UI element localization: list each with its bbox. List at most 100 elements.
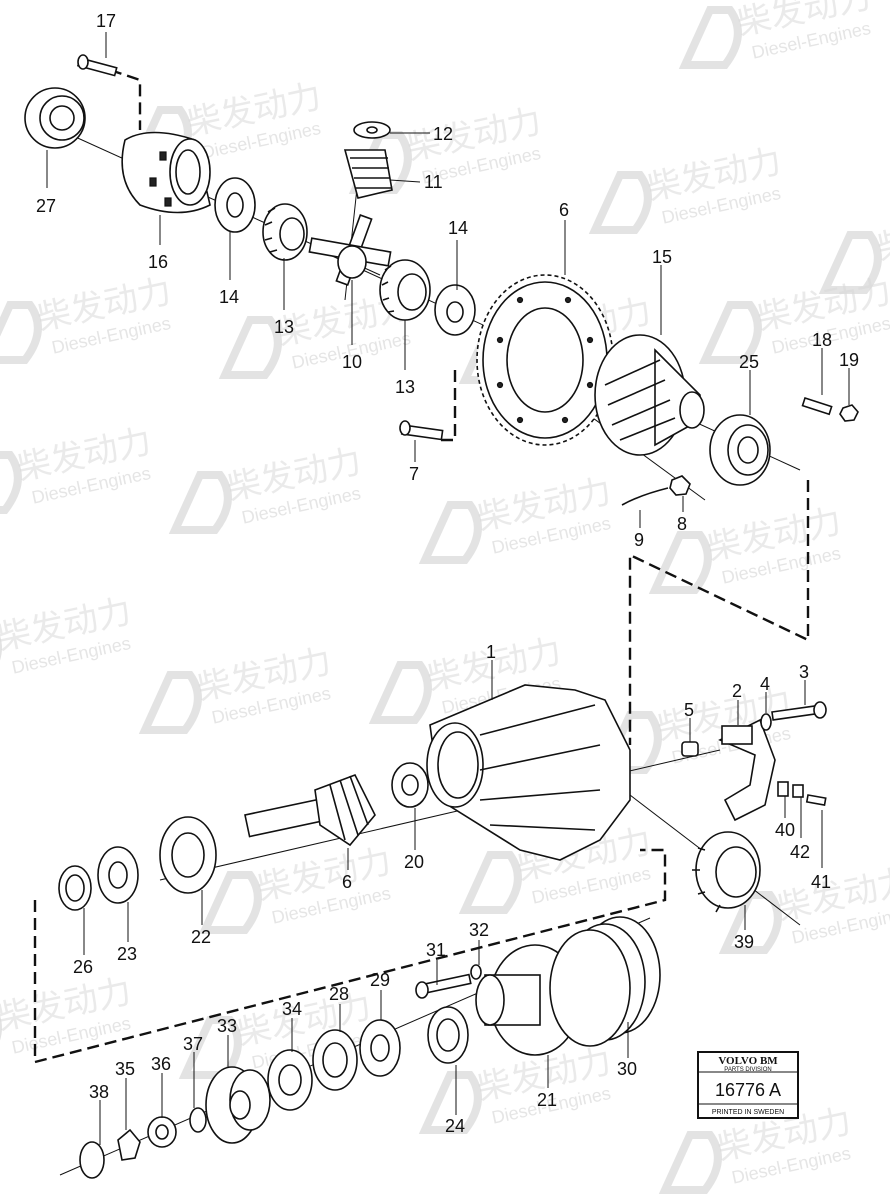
label-16: 16 <box>148 252 168 272</box>
part-26-ring <box>58 865 92 911</box>
label-17: 17 <box>96 11 116 31</box>
label-30: 30 <box>617 1059 637 1079</box>
label-18: 18 <box>812 330 832 350</box>
part-17-bolt <box>76 54 118 77</box>
part-22-bearing <box>159 816 217 894</box>
part-29-washer <box>359 1019 401 1077</box>
watermark-logo-icon <box>0 451 22 514</box>
watermark-logo-icon <box>368 661 432 724</box>
watermark-logo-icon <box>418 1071 482 1134</box>
part-32-washer <box>470 964 482 980</box>
watermark-logo-icon <box>0 301 42 364</box>
part-28-seal <box>312 1029 358 1091</box>
watermark-logo-icon <box>648 531 712 594</box>
part-18-stud <box>801 396 833 416</box>
part-25-bearing <box>709 414 771 486</box>
part-37-washer <box>189 1107 207 1133</box>
label-4: 4 <box>760 674 770 694</box>
part-36-nut <box>147 1116 177 1148</box>
part-1-axle-housing <box>426 684 631 861</box>
watermark-logo-icon <box>598 711 662 774</box>
label-6-upper: 6 <box>559 200 569 220</box>
label-32: 32 <box>469 920 489 940</box>
watermark-logo-icon <box>658 1131 722 1194</box>
label-36: 36 <box>151 1054 171 1074</box>
part-5-sleeve <box>681 741 699 757</box>
dashed-connectors <box>33 68 810 1064</box>
part-24-bearing <box>427 1006 469 1064</box>
watermark-logo-icon <box>168 471 232 534</box>
part-11-pinion-gear <box>343 149 393 199</box>
part-6-ring-gear <box>476 274 614 446</box>
part-7-bolt <box>399 420 444 441</box>
part-10-cross-shaft <box>308 214 392 286</box>
part-23-washer <box>97 846 139 904</box>
part-13-side-gear-right <box>379 259 431 321</box>
label-13-left: 13 <box>274 317 294 337</box>
label-14-left: 14 <box>219 287 239 307</box>
volvo-bm-stamp: VOLVO BM PARTS DIVISION 16776 A PRINTED … <box>697 1051 799 1119</box>
part-13-side-gear-left <box>262 203 308 261</box>
part-27-bearing <box>24 87 86 149</box>
part-8-nut <box>669 475 691 496</box>
label-1: 1 <box>486 642 496 662</box>
label-35: 35 <box>115 1059 135 1079</box>
label-15: 15 <box>652 247 672 267</box>
part-12-washer <box>353 121 391 139</box>
label-19: 19 <box>839 350 859 370</box>
stamp-printed: PRINTED IN SWEDEN <box>712 1109 784 1116</box>
part-4-washer <box>760 713 772 731</box>
part-14-washer-left <box>214 177 256 233</box>
label-24: 24 <box>445 1116 465 1136</box>
label-29: 29 <box>370 970 390 990</box>
stamp-number: 16776 A <box>715 1080 781 1100</box>
part-33-companion-flange <box>205 1066 271 1144</box>
part-19-nut <box>839 404 859 422</box>
part-40-42-41-lock-parts <box>777 781 827 806</box>
label-34: 34 <box>282 999 302 1019</box>
label-40: 40 <box>775 820 795 840</box>
label-23: 23 <box>117 944 137 964</box>
watermark-logo-icon <box>218 316 282 379</box>
watermark-logo-icon <box>678 5 742 69</box>
watermark-logo-icon <box>458 851 522 914</box>
part-30-dust-cover <box>549 916 661 1047</box>
label-27: 27 <box>36 196 56 216</box>
watermark-logo-icon <box>718 891 782 954</box>
part-14-washer-right <box>434 284 476 336</box>
label-38: 38 <box>89 1082 109 1102</box>
watermark-logo-icon <box>348 131 412 194</box>
label-39: 39 <box>734 932 754 952</box>
part-35-lock-plate <box>117 1128 141 1161</box>
label-8: 8 <box>677 514 687 534</box>
label-33: 33 <box>217 1016 237 1036</box>
part-34-seal <box>267 1049 313 1111</box>
label-leaders <box>46 32 850 1145</box>
watermark-logo-icon <box>138 671 202 734</box>
label-41: 41 <box>811 872 831 892</box>
label-22: 22 <box>191 927 211 947</box>
watermark-logo-icon <box>198 871 262 934</box>
stamp-brand: VOLVO BM <box>718 1055 778 1067</box>
label-21: 21 <box>537 1090 557 1110</box>
watermark-logo-icon <box>588 171 652 234</box>
part-2-bearing-cap <box>718 718 776 822</box>
part-9-cotter-pin <box>621 487 669 506</box>
part-16-diff-case <box>121 131 211 214</box>
label-28: 28 <box>329 984 349 1004</box>
part-39-adjusting-nut <box>692 831 761 913</box>
label-7: 7 <box>409 464 419 484</box>
label-2: 2 <box>732 681 742 701</box>
